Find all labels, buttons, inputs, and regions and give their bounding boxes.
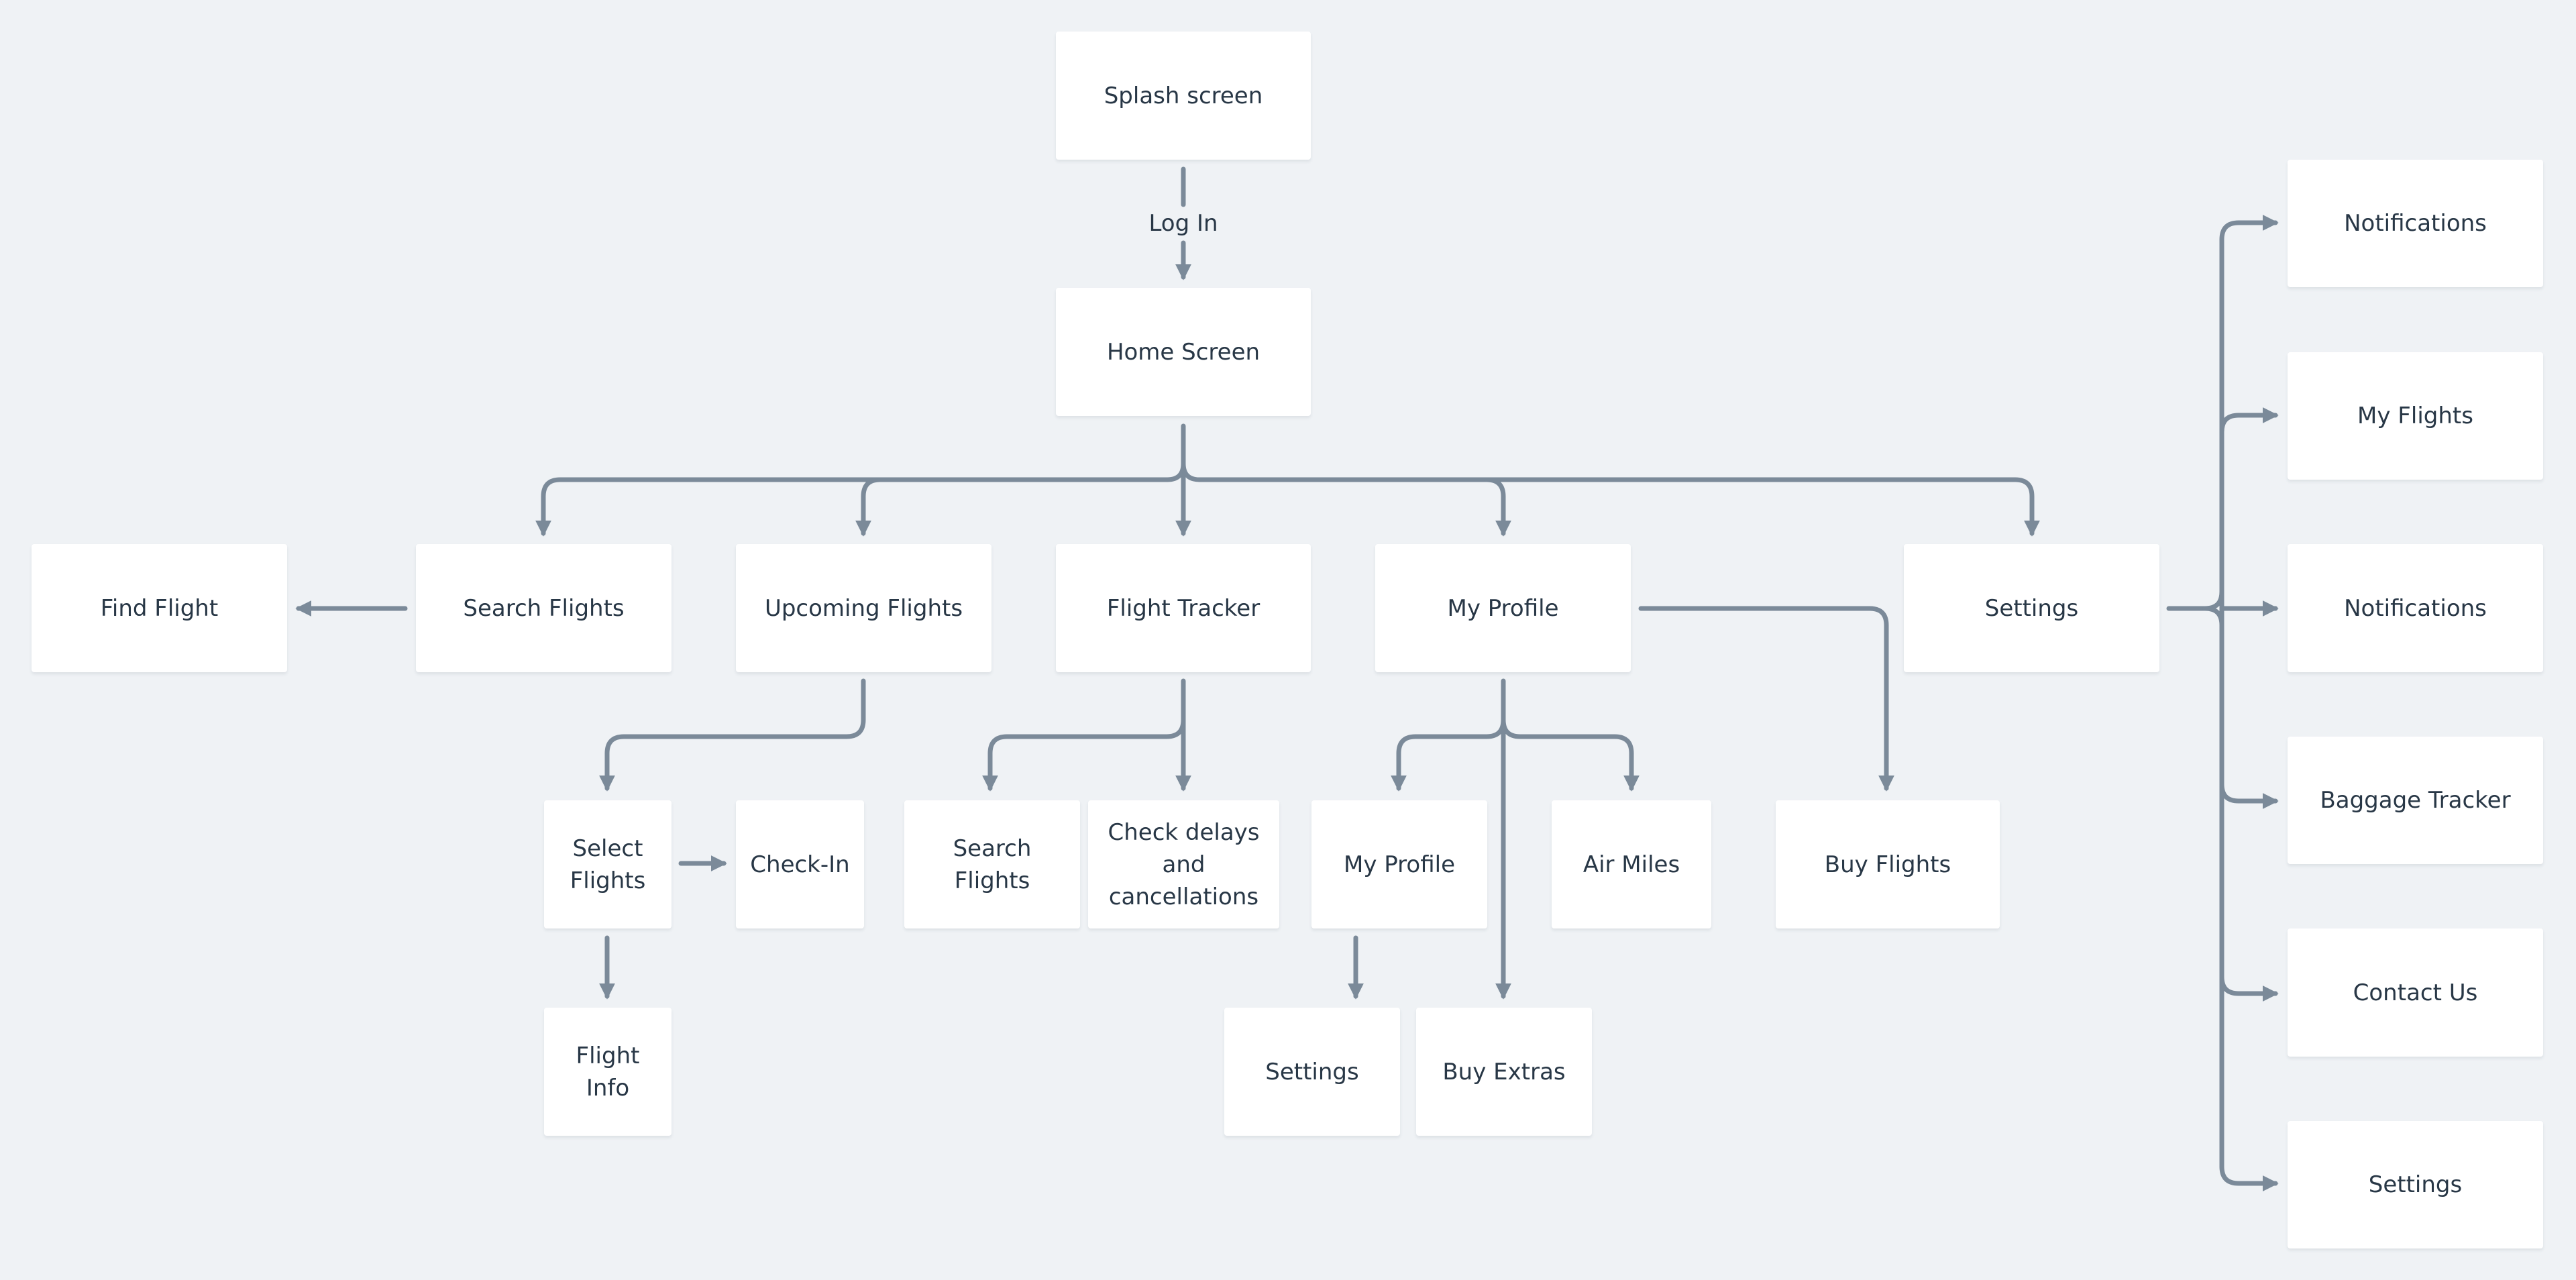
edge-label-login: Log In — [1148, 210, 1218, 237]
node-settings-settings[interactable]: Settings — [2288, 1121, 2543, 1248]
node-label: Flight Info — [576, 1042, 640, 1102]
node-label: My Profile — [1447, 594, 1559, 622]
edge-settings-join-down — [2202, 606, 2224, 628]
node-label: Check-In — [750, 851, 850, 878]
node-check-in[interactable]: Check-In — [736, 800, 864, 928]
node-settings-notifications-2[interactable]: Notifications — [2288, 544, 2543, 672]
edge-home-search-flights — [535, 477, 1170, 537]
node-label: Notifications — [2344, 594, 2487, 622]
edge-settings-join-up — [2202, 589, 2224, 611]
node-flight-tracker[interactable]: Flight Tracker — [1056, 544, 1311, 672]
node-label: Select Flights — [570, 835, 646, 894]
edge-home-settings — [1484, 477, 2040, 537]
node-my-profile[interactable]: My Profile — [1375, 544, 1631, 672]
node-label: Buy Extras — [1442, 1058, 1566, 1085]
node-settings-contact-us[interactable]: Contact Us — [2288, 928, 2543, 1057]
node-label: Home Screen — [1106, 338, 1260, 366]
node-check-delays[interactable]: Check delays and cancellations — [1088, 800, 1279, 928]
edge-settings-baggage — [2219, 782, 2279, 809]
node-select-flights[interactable]: Select Flights — [544, 800, 672, 928]
edge-home-upcoming-flights — [855, 477, 883, 537]
node-label: Find Flight — [100, 594, 219, 622]
node-label: Settings — [1984, 594, 2079, 622]
edge-profile-my-profile — [1391, 717, 1506, 792]
edge-home-my-profile — [1197, 477, 1511, 537]
node-label: Splash screen — [1104, 82, 1263, 109]
edge-home-branch-right — [1181, 461, 1202, 482]
node-air-miles[interactable]: Air Miles — [1552, 800, 1711, 928]
node-buy-extras[interactable]: Buy Extras — [1416, 1008, 1592, 1136]
node-flight-info[interactable]: Flight Info — [544, 1008, 672, 1136]
node-label: Settings — [1265, 1058, 1359, 1085]
edge-settings-my-flights — [2219, 407, 2279, 435]
edge-settings-settings — [2219, 1164, 2279, 1191]
node-splash-screen[interactable]: Splash screen — [1056, 32, 1311, 160]
node-profile-my-profile[interactable]: My Profile — [1311, 800, 1487, 928]
node-profile-settings[interactable]: Settings — [1224, 1008, 1400, 1136]
node-settings-notifications-1[interactable]: Notifications — [2288, 160, 2543, 287]
edge-tracker-search — [982, 678, 1186, 792]
node-label: My Flights — [2357, 403, 2473, 429]
node-label: Flight Tracker — [1106, 594, 1260, 622]
edge-settings-notifications-1 — [2219, 215, 2279, 242]
node-label: Settings — [2368, 1171, 2463, 1198]
node-label: Contact Us — [2353, 979, 2478, 1006]
node-settings[interactable]: Settings — [1904, 544, 2159, 672]
node-find-flight[interactable]: Find Flight — [32, 544, 287, 672]
edge-upcoming-select — [599, 678, 866, 792]
node-label: My Profile — [1344, 851, 1455, 878]
node-upcoming-flights[interactable]: Upcoming Flights — [736, 544, 991, 672]
edge-home-branch-left — [1165, 461, 1186, 482]
node-tracker-search-flights[interactable]: Search Flights — [904, 800, 1080, 928]
node-label: Notifications — [2344, 210, 2487, 237]
node-label: Upcoming Flights — [764, 594, 963, 622]
node-label: Air Miles — [1582, 851, 1680, 878]
node-label: Search Flights — [953, 835, 1032, 894]
node-home-screen[interactable]: Home Screen — [1056, 288, 1311, 416]
edge-settings-contact — [2219, 974, 2279, 1002]
node-search-flights[interactable]: Search Flights — [416, 544, 672, 672]
node-settings-my-flights[interactable]: My Flights — [2288, 352, 2543, 480]
node-label: Buy Flights — [1824, 851, 1951, 878]
edge-profile-air-miles — [1501, 717, 1640, 792]
edge-profile-buy-flights — [1638, 606, 1894, 792]
node-label: Search Flights — [463, 594, 625, 622]
node-label: Check delays and cancellations — [1108, 818, 1260, 910]
node-buy-flights[interactable]: Buy Flights — [1776, 800, 2000, 928]
node-settings-baggage-tracker[interactable]: Baggage Tracker — [2288, 737, 2543, 864]
node-label: Baggage Tracker — [2320, 787, 2511, 814]
